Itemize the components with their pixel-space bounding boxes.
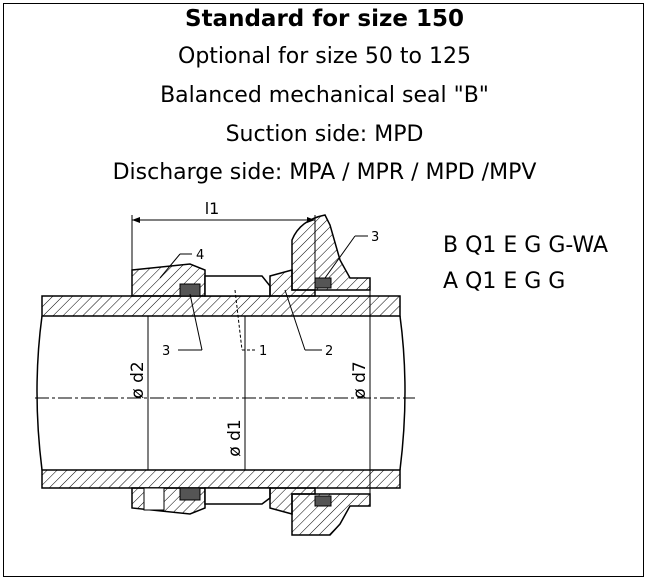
discharge-side: Discharge side: MPA / MPR / MPD /MPV bbox=[112, 160, 537, 185]
shaft-sleeve-bottom bbox=[41, 469, 401, 489]
part-label-3: 3 bbox=[162, 344, 170, 359]
o-ring-top-right bbox=[314, 277, 332, 289]
dim-d2-label: ø d2 bbox=[128, 361, 148, 398]
dim-l1-label: l1 bbox=[205, 199, 220, 218]
seal-spring-bottom bbox=[204, 487, 271, 505]
mechanical-seal-drawing: l1 ø d2 ø d7 ø d1 4 3 3 1 2 bbox=[35, 199, 415, 536]
part-label-2: 2 bbox=[325, 344, 333, 359]
part-label-3-top: 3 bbox=[371, 230, 379, 245]
set-screw bbox=[143, 487, 165, 511]
shaft-sleeve-top bbox=[41, 295, 401, 317]
gland-housing-bottom bbox=[291, 493, 371, 536]
dim-d7-label: ø d7 bbox=[350, 361, 370, 398]
o-ring-bottom-left bbox=[179, 487, 201, 501]
part-label-1: 1 bbox=[259, 344, 267, 359]
seal-type: Balanced mechanical seal "B" bbox=[160, 83, 489, 108]
shaft-right-end bbox=[399, 315, 406, 471]
frame bbox=[3, 3, 644, 577]
seal-code-b: B Q1 E G G-WA bbox=[443, 233, 609, 258]
suction-side: Suction side: MPD bbox=[225, 122, 424, 147]
shaft-left-end bbox=[36, 315, 43, 471]
seal-code-a: A Q1 E G G bbox=[443, 269, 566, 294]
dim-d1-label: ø d1 bbox=[225, 419, 245, 456]
o-ring-bottom-right bbox=[314, 495, 332, 507]
seal-spring-top bbox=[204, 275, 271, 297]
part-label-4: 4 bbox=[196, 248, 204, 263]
seal-title: Standard for size 150 bbox=[185, 6, 464, 32]
seal-subtitle-size-range: Optional for size 50 to 125 bbox=[178, 44, 471, 69]
